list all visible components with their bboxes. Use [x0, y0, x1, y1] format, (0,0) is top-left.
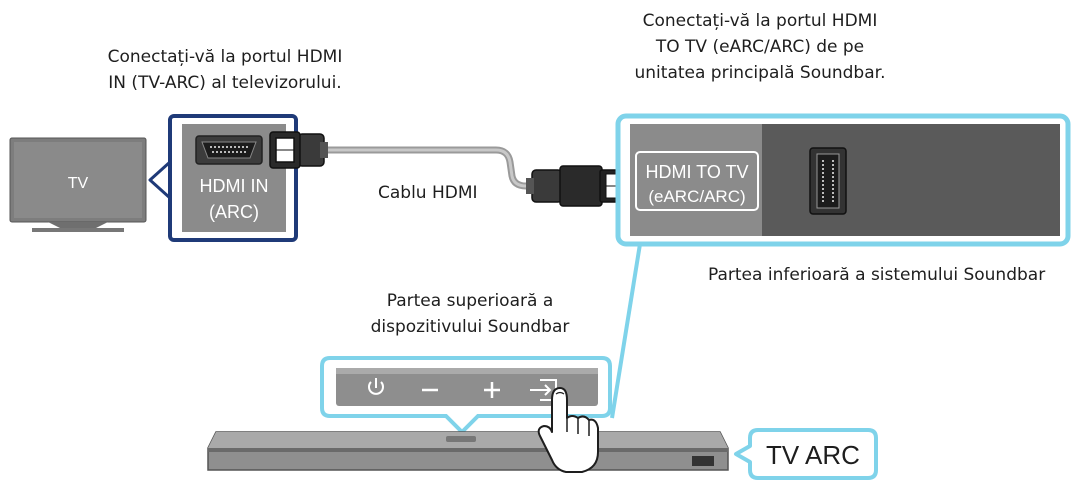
- soundbar-display: [692, 456, 714, 466]
- tv-screen-inner: [14, 142, 142, 218]
- tv-port-caption-line-2: IN (TV-ARC) al televizorului.: [108, 73, 342, 93]
- tv-hdmi-label-line-2: (ARC): [209, 202, 259, 222]
- bottom-side-caption-text: Partea inferioară a sistemului Soundbar: [708, 265, 1046, 285]
- tv-arc-label: TV ARC: [766, 440, 860, 470]
- soundbar-port-label-line-2: (eARC/ARC): [648, 187, 745, 206]
- bottom-side-caption: Partea inferioară a sistemului Soundbar: [708, 262, 1045, 288]
- soundbar-bottom-panel: HDMI TO TV (eARC/ARC): [615, 113, 1071, 247]
- cable-caption-text: Cablu HDMI: [378, 183, 478, 203]
- soundbar-bottom-face-dark: [762, 124, 1060, 236]
- tv-label: TV: [68, 175, 89, 192]
- soundbar-port-label-line-1: HDMI TO TV: [645, 162, 748, 182]
- soundbar-port-label-box: [635, 151, 759, 211]
- bottom-panel-connector: [610, 243, 642, 419]
- tv-port-caption-line-1: Conectați-vă la portul HDMI: [107, 47, 343, 67]
- tv-port-caption: Conectați-vă la portul HDMI IN (TV-ARC) …: [60, 44, 390, 96]
- tv-port-pointer: [148, 160, 172, 200]
- top-control-strip: [336, 368, 598, 406]
- tv-illustration: TV: [9, 137, 147, 232]
- soundbar-seam: [208, 448, 728, 452]
- tv-arc-callout: TV ARC: [734, 428, 878, 480]
- hdmi-port-icon: [809, 147, 847, 215]
- plus-icon: [484, 382, 500, 398]
- soundbar-port-caption: Conectați-vă la portul HDMI TO TV (eARC/…: [610, 8, 910, 86]
- top-side-caption-line-1: Partea superioară a: [386, 291, 554, 311]
- hdmi-plug-icon: [269, 131, 328, 169]
- cable-caption: Cablu HDMI: [378, 180, 478, 206]
- hdmi-cable: [269, 131, 621, 207]
- soundbar-body: [207, 431, 729, 471]
- tv-arc-callout-frame: [734, 428, 878, 480]
- hdmi-plug-icon: [526, 165, 621, 207]
- top-control-strip-highlight: [336, 368, 598, 374]
- tv-hdmi-label-line-1: HDMI IN: [200, 176, 269, 196]
- tv-neck: [48, 222, 108, 228]
- tv-stand: [32, 228, 124, 232]
- soundbar-bottom-face-light: [630, 124, 762, 236]
- top-side-caption: Partea superioară a dispozitivului Sound…: [350, 288, 590, 340]
- soundbar-control-area: [446, 436, 476, 442]
- soundbar-port-caption-line-1: Conectați-vă la portul HDMI: [642, 11, 878, 31]
- tv-hdmi-panel: HDMI IN (ARC): [168, 114, 298, 242]
- hand-pointer-icon: [537, 387, 599, 473]
- top-side-caption-line-2: dispozitivului Soundbar: [370, 317, 570, 337]
- cable-wire-highlight: [316, 148, 542, 188]
- hdmi-port-icon: [195, 135, 263, 165]
- soundbar-port-caption-line-2: TO TV (eARC/ARC) de pe: [655, 37, 865, 57]
- power-icon: [368, 378, 384, 395]
- soundbar-top-panel: [320, 356, 612, 435]
- soundbar-port-caption-line-3: unitatea principală Soundbar.: [634, 63, 886, 83]
